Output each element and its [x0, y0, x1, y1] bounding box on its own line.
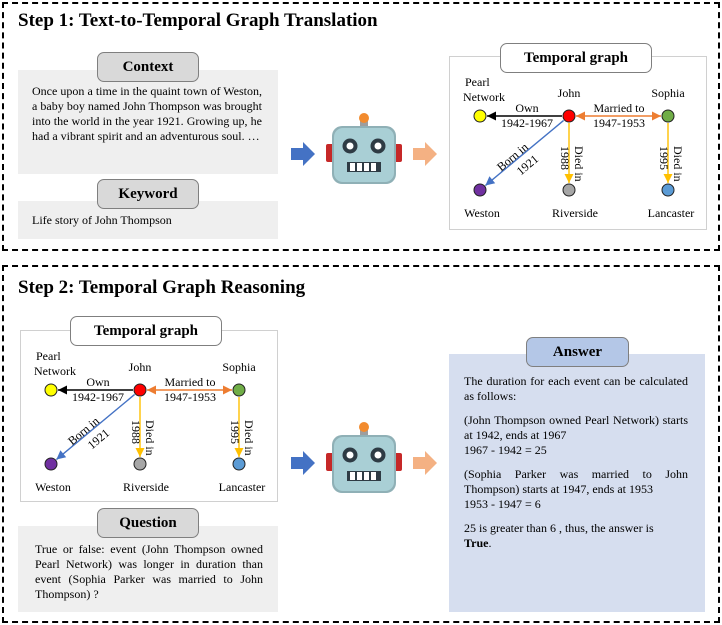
g1-label-john: John: [558, 86, 581, 100]
answer-text: The duration for each event can be calcu…: [464, 374, 688, 551]
g2-label-lancaster: Lancaster: [219, 480, 266, 494]
step2-title: Step 2: Temporal Graph Reasoning: [18, 277, 306, 298]
context-label: Context: [97, 52, 199, 82]
g2-label-sophia: Sophia: [222, 360, 256, 374]
g1-node-riverside: [562, 183, 576, 197]
g1-label-own-years: 1942-1967: [501, 116, 553, 130]
question-label: Question: [97, 508, 199, 538]
g1-edge-married-head: [652, 111, 661, 121]
output-arrow-1-shape: [413, 142, 437, 166]
g2-label-weston: Weston: [35, 480, 71, 494]
g2-label-john: John: [129, 360, 152, 374]
robot-icon-2: [325, 421, 403, 497]
g2-label-died-sophia: Died in: [242, 420, 256, 456]
g1-edge-born-head: [485, 176, 496, 186]
question-panel: [18, 526, 278, 612]
question-text: True or false: event (John Thompson owne…: [35, 542, 263, 601]
g2-edge-born-head: [56, 450, 67, 460]
step2-frame: [2, 265, 720, 623]
g1-node-lancaster: [661, 183, 675, 197]
g1-edge-born: [484, 119, 565, 187]
g1-node-pearl: [473, 109, 487, 123]
answer-line-2: (John Thompson owned Pearl Network) star…: [464, 413, 688, 442]
g2-edge-born: [55, 393, 136, 461]
g1-edge-died-sophia-head: [663, 174, 673, 183]
step1-frame: [2, 2, 720, 251]
temporal-graph-label-2: Temporal graph: [70, 316, 222, 346]
g2-label-died-sophia-year: 1995: [228, 420, 242, 444]
output-arrow-2: [413, 451, 437, 475]
answer-period: .: [488, 536, 492, 550]
g1-node-weston: [473, 183, 487, 197]
input-arrow-2-shape: [291, 451, 315, 475]
answer-panel: [449, 354, 705, 612]
g1-edge-own-head: [487, 111, 496, 121]
g2-label-died-john: Died in: [143, 420, 157, 456]
g1-edge-died-john-head: [564, 174, 574, 183]
g1-label-lancaster: Lancaster: [648, 206, 695, 220]
g2-label-own-years: 1942-1967: [72, 390, 124, 404]
step1-title: Step 1: Text-to-Temporal Graph Translati…: [18, 10, 378, 31]
g1-label-own: Own: [515, 101, 538, 115]
g2-label-own: Own: [86, 375, 109, 389]
g1-edge-married-head2: [576, 111, 585, 121]
g2-edge-married-head2: [147, 385, 156, 395]
context-text: Once upon a time in the quaint town of W…: [32, 84, 262, 143]
g2-node-lancaster: [232, 457, 246, 471]
answer-line-1: The duration for each event can be calcu…: [464, 374, 688, 403]
g2-edge-died-sophia-head: [234, 448, 244, 457]
answer-line-3: 1967 - 1942 = 25: [464, 443, 547, 457]
g2-node-riverside: [133, 457, 147, 471]
g2-node-john: [133, 383, 147, 397]
temporal-graph-label-1: Temporal graph: [500, 43, 652, 73]
output-arrow-2-shape: [413, 451, 437, 475]
g1-label-pearl-2: Network: [463, 90, 505, 104]
answer-label: Answer: [526, 337, 629, 367]
g1-label-pearl-1: Pearl: [465, 75, 490, 89]
g2-edge-died-john-head: [135, 448, 145, 457]
input-arrow-2: [291, 451, 315, 475]
g2-label-riverside: Riverside: [123, 480, 169, 494]
g1-label-died-sophia-year: 1995: [657, 146, 671, 170]
g2-node-weston: [44, 457, 58, 471]
g1-label-riverside: Riverside: [552, 206, 598, 220]
output-arrow-1: [413, 142, 437, 166]
g2-label-married: Married to: [165, 375, 216, 389]
g1-label-sophia: Sophia: [651, 86, 685, 100]
context-panel: [18, 70, 278, 174]
g1-label-died-john: Died in: [572, 146, 586, 182]
keyword-label: Keyword: [97, 179, 199, 209]
g2-node-pearl: [44, 383, 58, 397]
temporal-graph-box-2: [20, 330, 278, 502]
input-arrow-1-shape: [291, 142, 315, 166]
g1-node-john: [562, 109, 576, 123]
g1-label-married-years: 1947-1953: [593, 116, 645, 130]
g2-edge-own-head: [58, 385, 67, 395]
answer-line-5: 1953 - 1947 = 6: [464, 497, 541, 511]
answer-line-6: 25 is greater than 6 , thus, the answer …: [464, 521, 654, 535]
g1-label-died-sophia: Died in: [671, 146, 685, 182]
answer-true: True: [464, 536, 489, 550]
input-arrow-1: [291, 142, 315, 166]
g2-label-pearl-2: Network: [34, 364, 76, 378]
g2-label-pearl-1: Pearl: [36, 349, 61, 363]
g2-edge-married-head: [223, 385, 232, 395]
g2-label-married-years: 1947-1953: [164, 390, 216, 404]
g1-label-married: Married to: [594, 101, 645, 115]
g1-label-weston: Weston: [464, 206, 500, 220]
keyword-text: Life story of John Thompson: [32, 213, 172, 227]
g2-node-sophia: [232, 383, 246, 397]
answer-line-4: (Sophia Parker was married to John Thomp…: [464, 467, 688, 496]
g1-label-died-john-year: 1988: [558, 146, 572, 170]
robot-icon-1: [325, 112, 403, 188]
g2-label-died-john-year: 1988: [129, 420, 143, 444]
g1-node-sophia: [661, 109, 675, 123]
temporal-graph-box-1: [449, 56, 707, 230]
